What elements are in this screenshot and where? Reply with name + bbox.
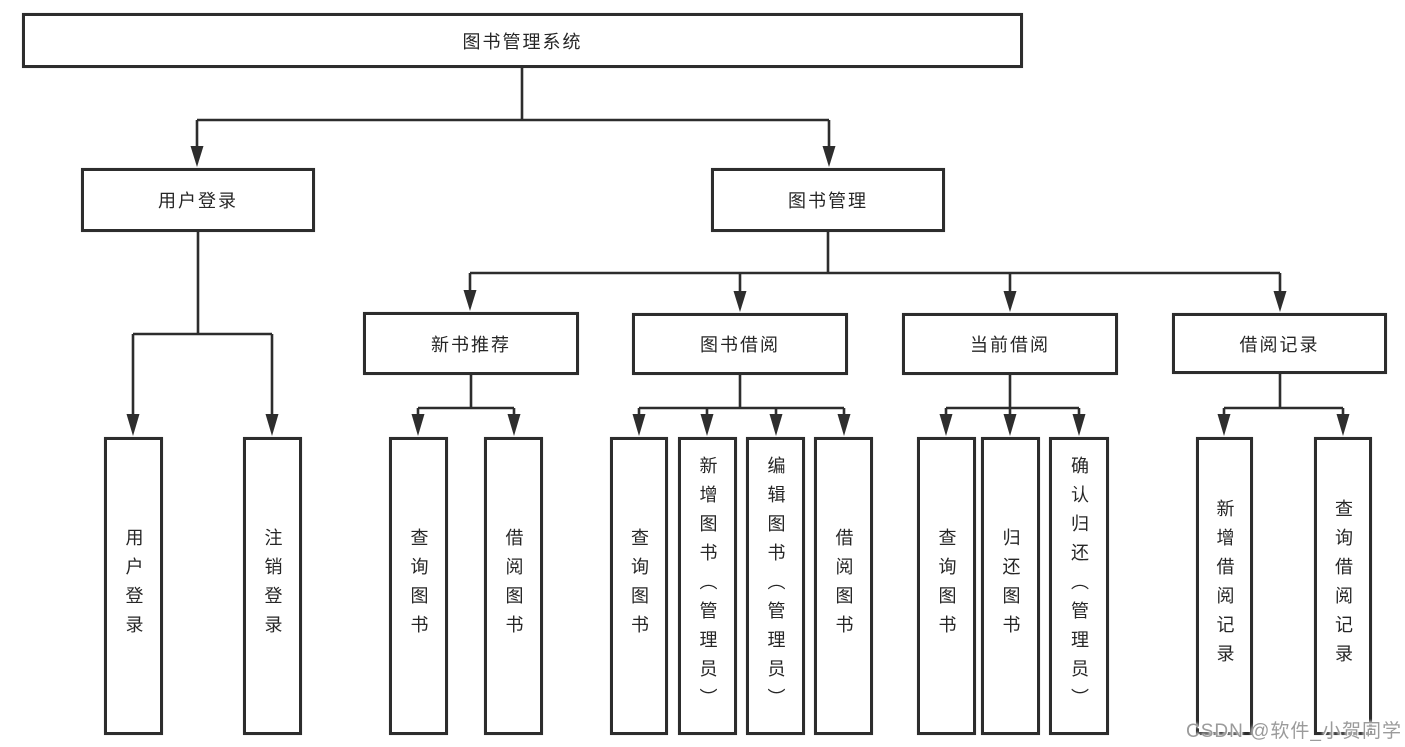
leaf-confirm-return-admin: 确认归还（管理员） [1049, 437, 1109, 735]
leaf-query-books-borrow-label: 查询图书 [629, 528, 649, 644]
node-user-login: 用户登录 [81, 168, 315, 232]
node-new-book-recommend-label: 新书推荐 [431, 334, 511, 355]
leaf-add-books-admin: 新增图书（管理员） [678, 437, 737, 735]
leaf-add-borrow-record: 新增借阅记录 [1196, 437, 1253, 735]
node-current-borrow: 当前借阅 [902, 313, 1118, 375]
node-root-label: 图书管理系统 [462, 31, 583, 52]
leaf-user-login: 用户登录 [104, 437, 163, 735]
leaf-logout-label: 注销登录 [262, 528, 283, 644]
leaf-query-borrow-record-label: 查询借阅记录 [1333, 499, 1353, 673]
node-book-borrow: 图书借阅 [632, 313, 848, 375]
leaf-query-books-recommend-label: 查询图书 [408, 528, 429, 644]
node-root: 图书管理系统 [22, 13, 1023, 68]
leaf-borrow-books-recommend-label: 借阅图书 [503, 528, 524, 644]
leaf-query-books-current: 查询图书 [917, 437, 976, 735]
leaf-borrow-books-label: 借阅图书 [833, 528, 854, 644]
arrowheads [126, 146, 1350, 436]
node-book-management: 图书管理 [711, 168, 945, 232]
leaf-confirm-return-admin-label: 确认归还（管理员） [1069, 455, 1089, 717]
node-current-borrow-label: 当前借阅 [970, 335, 1050, 355]
node-book-borrow-label: 图书借阅 [700, 335, 780, 355]
node-user-login-label: 用户登录 [158, 191, 238, 211]
leaf-add-borrow-record-label: 新增借阅记录 [1214, 499, 1235, 673]
node-borrow-records-label: 借阅记录 [1239, 334, 1320, 355]
leaf-borrow-books-recommend: 借阅图书 [484, 437, 543, 735]
leaf-edit-books-admin: 编辑图书（管理员） [746, 437, 805, 735]
leaf-edit-books-admin-label: 编辑图书（管理员） [765, 455, 786, 717]
leaf-user-login-label: 用户登录 [123, 528, 144, 644]
leaf-query-borrow-record: 查询借阅记录 [1314, 437, 1372, 735]
leaf-borrow-books: 借阅图书 [814, 437, 873, 735]
leaf-query-books-recommend: 查询图书 [389, 437, 448, 735]
leaf-return-books: 归还图书 [981, 437, 1040, 735]
leaf-return-books-label: 归还图书 [1000, 528, 1021, 644]
leaf-add-books-admin-label: 新增图书（管理员） [697, 455, 718, 717]
csdn-watermark: CSDN @软件_小贺同学 [1186, 721, 1402, 742]
node-new-book-recommend: 新书推荐 [363, 312, 579, 375]
leaf-query-books-current-label: 查询图书 [936, 528, 957, 644]
leaf-query-books-borrow: 查询图书 [610, 437, 668, 735]
node-book-management-label: 图书管理 [788, 191, 868, 211]
leaf-logout: 注销登录 [243, 437, 302, 735]
node-borrow-records: 借阅记录 [1172, 313, 1387, 374]
